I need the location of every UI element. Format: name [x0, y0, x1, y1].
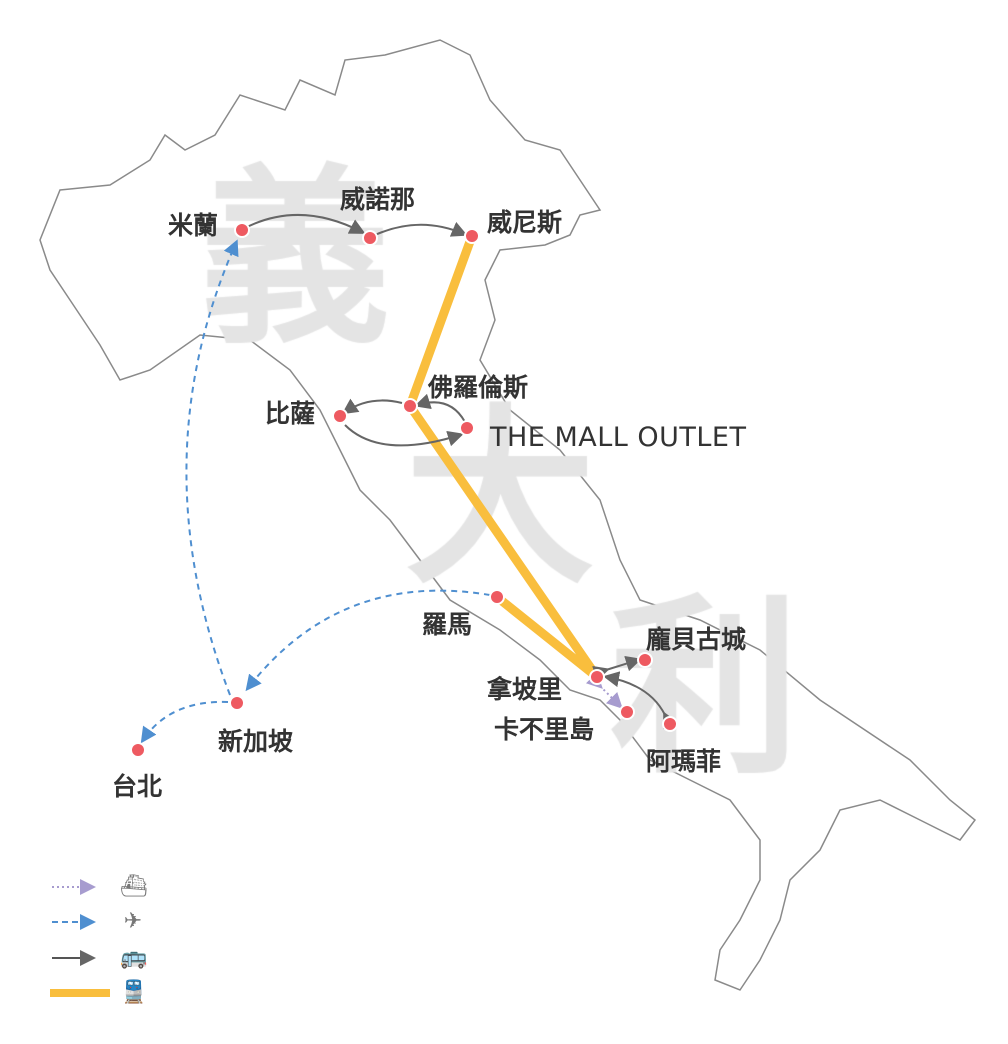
dot-pompeii — [637, 652, 653, 668]
label-mall-outlet: THE MALL OUTLET — [490, 422, 747, 453]
ship-icon: ⛴ — [120, 874, 148, 899]
train-route — [405, 234, 602, 682]
bus-route-florence-pisa — [341, 398, 403, 415]
label-rome: 羅馬 — [422, 610, 473, 639]
plane-route-rome-singapore — [245, 589, 491, 692]
dot-milan — [234, 222, 250, 238]
dot-pisa — [332, 408, 348, 424]
dot-outlet — [459, 420, 475, 436]
dot-naples — [589, 669, 605, 685]
label-verona: 威諾那 — [340, 185, 416, 214]
plane-route-singapore-taipei — [140, 700, 229, 744]
bus-route-pisa-outlet — [344, 424, 464, 447]
dot-taipei — [130, 742, 146, 758]
label-singapore: 新加坡 — [218, 727, 294, 756]
dot-florence — [402, 398, 418, 414]
bus-route-verona-venice — [374, 221, 468, 237]
label-capri: 卡不里島 — [494, 715, 595, 744]
dot-rome — [489, 589, 505, 605]
bus-icon: 🚌 — [120, 945, 148, 970]
ship-route-naples-capri — [585, 671, 623, 709]
dot-verona — [362, 230, 378, 246]
label-pisa: 比薩 — [265, 399, 316, 428]
train-icon: 🚆 — [120, 980, 148, 1005]
label-pompeii: 龐貝古城 — [646, 625, 747, 654]
bus-route-amalfi-naples — [603, 671, 678, 730]
bus-route-outlet-florence — [414, 393, 466, 423]
label-naples: 拿坡里 — [487, 675, 563, 704]
dot-capri — [619, 704, 635, 720]
label-venice: 威尼斯 — [487, 208, 563, 237]
dot-singapore — [229, 695, 245, 711]
label-florence: 佛羅倫斯 — [428, 373, 529, 402]
plane-route-singapore-milan — [185, 239, 239, 696]
dot-venice — [464, 228, 480, 244]
bus-route-naples-pompeii — [592, 655, 642, 682]
dot-amalfi — [662, 716, 678, 732]
plane-icon: ✈ — [123, 909, 143, 934]
label-amalfi: 阿瑪菲 — [646, 747, 722, 776]
bus-route-milan-verona — [244, 214, 366, 234]
label-taipei: 台北 — [112, 772, 163, 801]
label-milan: 米蘭 — [168, 211, 219, 240]
